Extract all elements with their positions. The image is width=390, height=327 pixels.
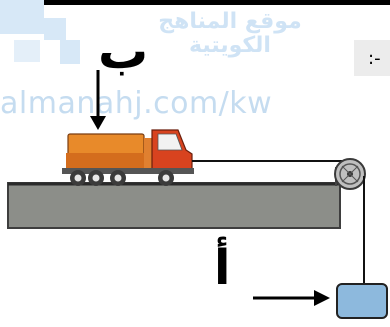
pulley-icon — [334, 158, 366, 190]
watermark-url: almanahj.com/kw — [0, 86, 273, 121]
side-note-text: :- — [368, 48, 381, 69]
truck-icon — [62, 129, 194, 186]
top-border-line — [0, 0, 390, 5]
arrow-b-head-icon — [90, 116, 106, 130]
watermark-site-name: موقع المناهج الكويتية — [158, 9, 302, 58]
label-b-truck: ب — [98, 22, 149, 80]
side-note-box: :- — [354, 40, 390, 76]
watermark-logo-icon — [0, 0, 80, 64]
hanging-weight-box — [336, 283, 388, 319]
label-a-weight: أ — [214, 240, 231, 296]
ground-slab — [7, 182, 341, 229]
arrow-a-head-icon — [314, 290, 330, 306]
